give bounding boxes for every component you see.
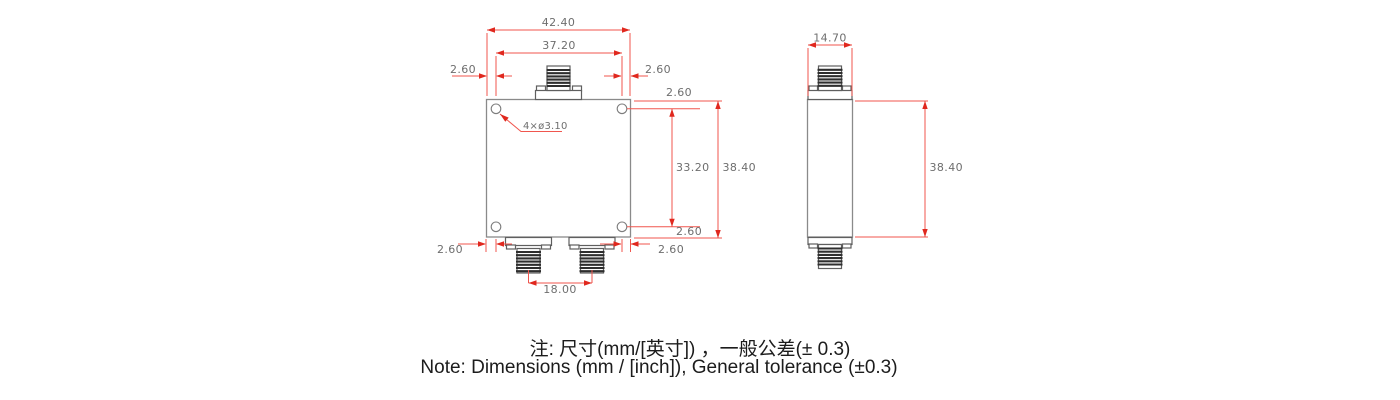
dim-overall-width: 42.40	[542, 16, 576, 29]
dim-port-pitch: 18.00	[543, 283, 577, 296]
dim-offset-bottom-left: 2.60	[437, 243, 463, 256]
threaded-barrel	[546, 65, 571, 92]
sma-connector-top	[807, 65, 853, 101]
dim-offset-bottom-right: 2.60	[658, 243, 684, 256]
dim-offset-hole-bottom: 2.60	[676, 225, 702, 238]
side-view	[806, 65, 854, 270]
threads	[817, 247, 843, 266]
threads	[516, 250, 541, 273]
note-english: Note: Dimensions (mm / [inch]), General …	[420, 357, 898, 378]
flange-ear	[540, 244, 552, 250]
flange-ear	[604, 244, 615, 250]
sma-connector-bottom-right	[568, 236, 616, 274]
dim-offset-top-left: 2.60	[450, 63, 476, 76]
dim-overall-height-front: 38.40	[723, 161, 757, 174]
dim-offset-hole-top: 2.60	[666, 86, 692, 99]
threads	[579, 250, 605, 273]
dimension-lines	[452, 27, 928, 286]
flange	[504, 236, 553, 247]
dim-overall-height-side: 38.40	[930, 161, 964, 174]
sma-connector-bottom	[807, 236, 853, 270]
dimension-labels: 42.40 37.20 2.60 2.60 2.60 33.20 38.40 2…	[437, 16, 963, 296]
note-chinese: 注: 尺寸(mm/[英寸]) ，一般公差(± 0.3)	[529, 339, 851, 360]
threaded-barrel	[817, 243, 843, 270]
flange	[807, 89, 853, 101]
threads	[817, 68, 843, 87]
dim-offset-top-right: 2.60	[645, 63, 671, 76]
flange-ear	[808, 243, 819, 249]
flange	[534, 89, 583, 101]
flange	[568, 236, 616, 247]
sma-connector-bottom-left	[504, 236, 553, 274]
mounting-hole-top-right	[616, 103, 628, 115]
dim-hole-callout: 4×ø3.10	[523, 121, 568, 132]
front-view	[485, 65, 632, 274]
mounting-hole-bottom-right	[616, 221, 628, 233]
dim-hole-pitch-y: 33.20	[676, 161, 710, 174]
side-body	[806, 98, 854, 238]
dim-hole-pitch-x: 37.20	[542, 39, 576, 52]
dimension-arrowheads	[478, 27, 928, 286]
dim-overall-depth: 14.70	[813, 32, 847, 45]
sma-connector-top	[534, 65, 583, 101]
flange-ear	[569, 244, 580, 250]
mounting-hole-bottom-left	[490, 221, 502, 233]
flange-ear	[505, 244, 517, 250]
mounting-hole-top-left	[490, 103, 502, 115]
flange-ear	[841, 243, 852, 249]
threads	[546, 68, 571, 88]
